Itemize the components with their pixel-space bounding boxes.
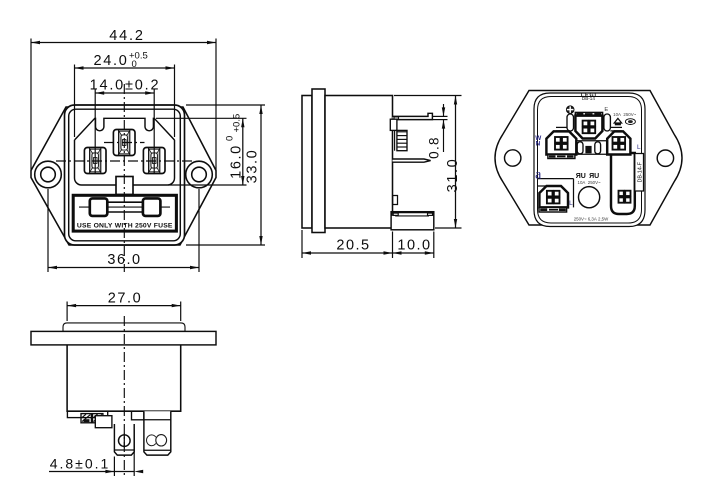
svg-text:N: N: [536, 141, 541, 148]
svg-text:0: 0: [225, 136, 236, 141]
svg-text:+0.5: +0.5: [232, 114, 243, 133]
svg-text:0.8: 0.8: [427, 136, 442, 159]
svg-text:10A 250V~: 10A 250V~: [578, 180, 602, 185]
svg-text:31.0: 31.0: [445, 158, 461, 193]
svg-text:DB-14-F: DB-14-F: [638, 161, 644, 182]
svg-text:16.0: 16.0: [229, 144, 245, 179]
svg-text:250V~ 6,3A 2,5W: 250V~ 6,3A 2,5W: [574, 217, 609, 222]
svg-text:24.0: 24.0: [93, 53, 128, 69]
svg-text:10.0: 10.0: [397, 238, 431, 254]
svg-text:W: W: [535, 135, 542, 142]
svg-text:0: 0: [132, 59, 137, 70]
svg-text:DB-14: DB-14: [582, 96, 595, 101]
svg-text:+0.5: +0.5: [129, 51, 148, 62]
svg-text:4.8±0.1: 4.8±0.1: [50, 455, 111, 471]
svg-text:33.0: 33.0: [245, 149, 261, 184]
svg-text:E: E: [604, 107, 608, 113]
svg-text:27.0: 27.0: [108, 290, 143, 306]
svg-text:36.0: 36.0: [107, 252, 141, 268]
svg-text:ЯU: ЯU: [589, 173, 599, 180]
svg-text:LEGI: LEGI: [581, 92, 597, 98]
svg-text:L: L: [569, 200, 573, 207]
svg-text:14.0±0.2: 14.0±0.2: [90, 78, 161, 94]
svg-text:10A 250V~: 10A 250V~: [613, 112, 637, 117]
svg-text:L: L: [637, 144, 641, 151]
svg-text:a: a: [535, 168, 542, 183]
svg-text:20.5: 20.5: [336, 238, 370, 254]
svg-text:ЯU: ЯU: [576, 173, 586, 180]
svg-text:USE ONLY WITH 250V FUSE: USE ONLY WITH 250V FUSE: [77, 223, 173, 230]
svg-text:44.2: 44.2: [109, 28, 144, 44]
